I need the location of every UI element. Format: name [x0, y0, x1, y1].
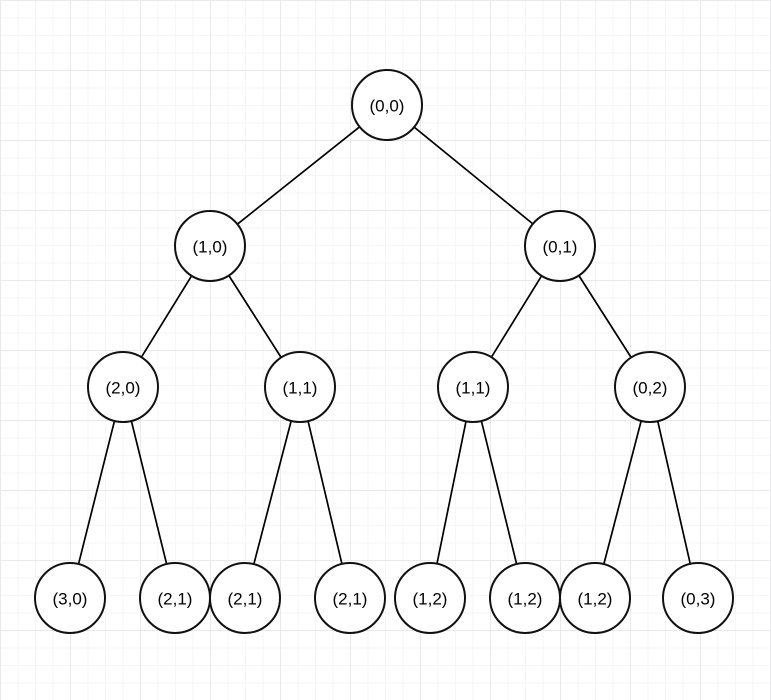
tree-node-n1[interactable]: (1,0) — [174, 210, 246, 282]
node-circle-n7 — [34, 562, 106, 634]
node-label-n3: (2,0) — [106, 379, 141, 398]
tree-node-n3[interactable]: (2,0) — [87, 351, 159, 423]
tree-edge-n5-n12 — [480, 420, 518, 565]
node-circle-n1 — [174, 210, 246, 282]
node-label-n2: (0,1) — [543, 238, 578, 257]
node-label-n7: (3,0) — [53, 590, 88, 609]
node-label-n4: (1,1) — [283, 379, 318, 398]
node-label-n0: (0,0) — [370, 97, 405, 116]
node-circle-n2 — [524, 210, 596, 282]
node-circle-n6 — [614, 351, 686, 423]
node-label-n14: (0,3) — [681, 590, 716, 609]
tree-node-n2[interactable]: (0,1) — [524, 210, 596, 282]
node-circle-n5 — [437, 351, 509, 423]
node-circle-n10 — [314, 562, 386, 634]
tree-node-n5[interactable]: (1,1) — [437, 351, 509, 423]
node-label-n13: (1,2) — [578, 590, 613, 609]
tree-edge-n1-n3 — [140, 274, 193, 359]
node-circle-n0 — [351, 69, 423, 141]
tree-node-n10[interactable]: (2,1) — [314, 562, 386, 634]
node-circle-n14 — [662, 562, 734, 634]
tree-edge-n2-n6 — [577, 274, 633, 359]
node-label-n10: (2,1) — [333, 590, 368, 609]
node-layer: (0,0) (1,0) (0,1) (2,0) (1,1) (1,1) (0,2) (3,0)… — [34, 69, 734, 634]
tree-node-n7[interactable]: (3,0) — [34, 562, 106, 634]
node-label-n6: (0,2) — [633, 379, 668, 398]
tree-edge-n5-n11 — [436, 420, 467, 565]
tree-node-n14[interactable]: (0,3) — [662, 562, 734, 634]
node-circle-n9 — [209, 562, 281, 634]
tree-node-n9[interactable]: (2,1) — [209, 562, 281, 634]
tree-edge-n6-n13 — [602, 420, 643, 565]
node-label-n1: (1,0) — [193, 238, 228, 257]
node-circle-n11 — [394, 562, 466, 634]
node-label-n9: (2,1) — [228, 590, 263, 609]
tree-node-n6[interactable]: (0,2) — [614, 351, 686, 423]
tree-node-n12[interactable]: (1,2) — [489, 562, 561, 634]
tree-edge-n1-n4 — [227, 274, 283, 359]
node-label-n11: (1,2) — [413, 590, 448, 609]
tree-edge-n3-n7 — [77, 420, 116, 565]
tree-edge-n4-n10 — [307, 420, 343, 565]
node-circle-n13 — [559, 562, 631, 634]
tree-node-n13[interactable]: (1,2) — [559, 562, 631, 634]
tree-node-n8[interactable]: (2,1) — [139, 562, 211, 634]
tree-node-n4[interactable]: (1,1) — [264, 351, 336, 423]
node-circle-n4 — [264, 351, 336, 423]
tree-edge-n2-n5 — [490, 274, 543, 359]
tree-edge-n4-n9 — [252, 420, 293, 565]
tree-edge-n0-n2 — [413, 126, 534, 225]
tree-edge-n3-n8 — [130, 420, 168, 565]
node-label-n5: (1,1) — [456, 379, 491, 398]
node-label-n12: (1,2) — [508, 590, 543, 609]
tree-node-n0[interactable]: (0,0) — [351, 69, 423, 141]
tree-edge-n0-n1 — [236, 125, 361, 226]
edge-layer — [77, 125, 692, 565]
node-circle-n3 — [87, 351, 159, 423]
tree-edge-n6-n14 — [656, 420, 692, 565]
node-label-n8: (2,1) — [158, 590, 193, 609]
tree-node-n11[interactable]: (1,2) — [394, 562, 466, 634]
